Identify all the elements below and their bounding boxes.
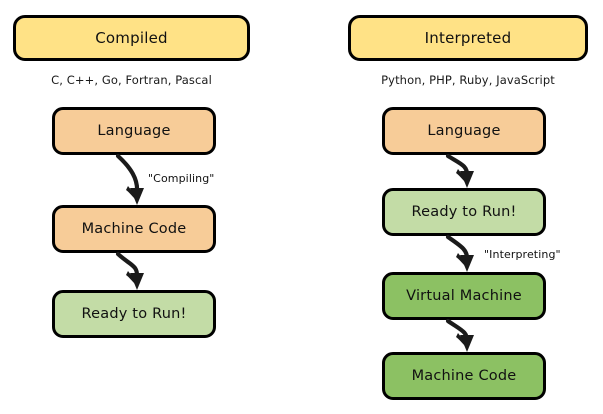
node-interpreted-ready-to-run[interactable]: Ready to Run!: [382, 188, 546, 236]
edge-label-interpreting: "Interpreting": [484, 248, 561, 261]
arrow-interpreted-virtual-machine-to-machine-code: [445, 318, 474, 352]
node-label-interpreted-ready-to-run: Ready to Run!: [411, 204, 517, 220]
header-box-interpreted[interactable]: Interpreted: [348, 15, 588, 61]
node-compiled-language[interactable]: Language: [52, 107, 216, 155]
subtitle-compiled: C, C++, Go, Fortran, Pascal: [51, 73, 212, 87]
node-compiled-ready-to-run[interactable]: Ready to Run!: [52, 290, 216, 338]
header-label-interpreted: Interpreted: [424, 29, 512, 47]
arrow-interpreted-language-to-ready: [445, 153, 474, 188]
subtitle-interpreted: Python, PHP, Ruby, JavaScript: [381, 73, 555, 87]
arrow-compiled-machine-code-to-ready: [115, 251, 144, 290]
node-label-interpreted-language: Language: [427, 123, 501, 139]
arrow-compiled-language-to-machine-code: [115, 153, 144, 205]
node-label-compiled-ready-to-run: Ready to Run!: [81, 306, 187, 322]
node-interpreted-machine-code[interactable]: Machine Code: [382, 352, 546, 400]
edge-label-compiling: "Compiling": [148, 172, 215, 185]
arrow-interpreted-ready-to-virtual-machine: [445, 234, 474, 272]
node-compiled-machine-code[interactable]: Machine Code: [52, 205, 216, 253]
header-label-compiled: Compiled: [95, 29, 168, 47]
node-label-interpreted-virtual-machine: Virtual Machine: [406, 288, 522, 304]
node-label-interpreted-machine-code: Machine Code: [411, 368, 517, 384]
node-interpreted-virtual-machine[interactable]: Virtual Machine: [382, 272, 546, 320]
node-label-compiled-language: Language: [97, 123, 171, 139]
header-box-compiled[interactable]: Compiled: [13, 15, 250, 61]
node-interpreted-language[interactable]: Language: [382, 107, 546, 155]
node-label-compiled-machine-code: Machine Code: [81, 221, 187, 237]
